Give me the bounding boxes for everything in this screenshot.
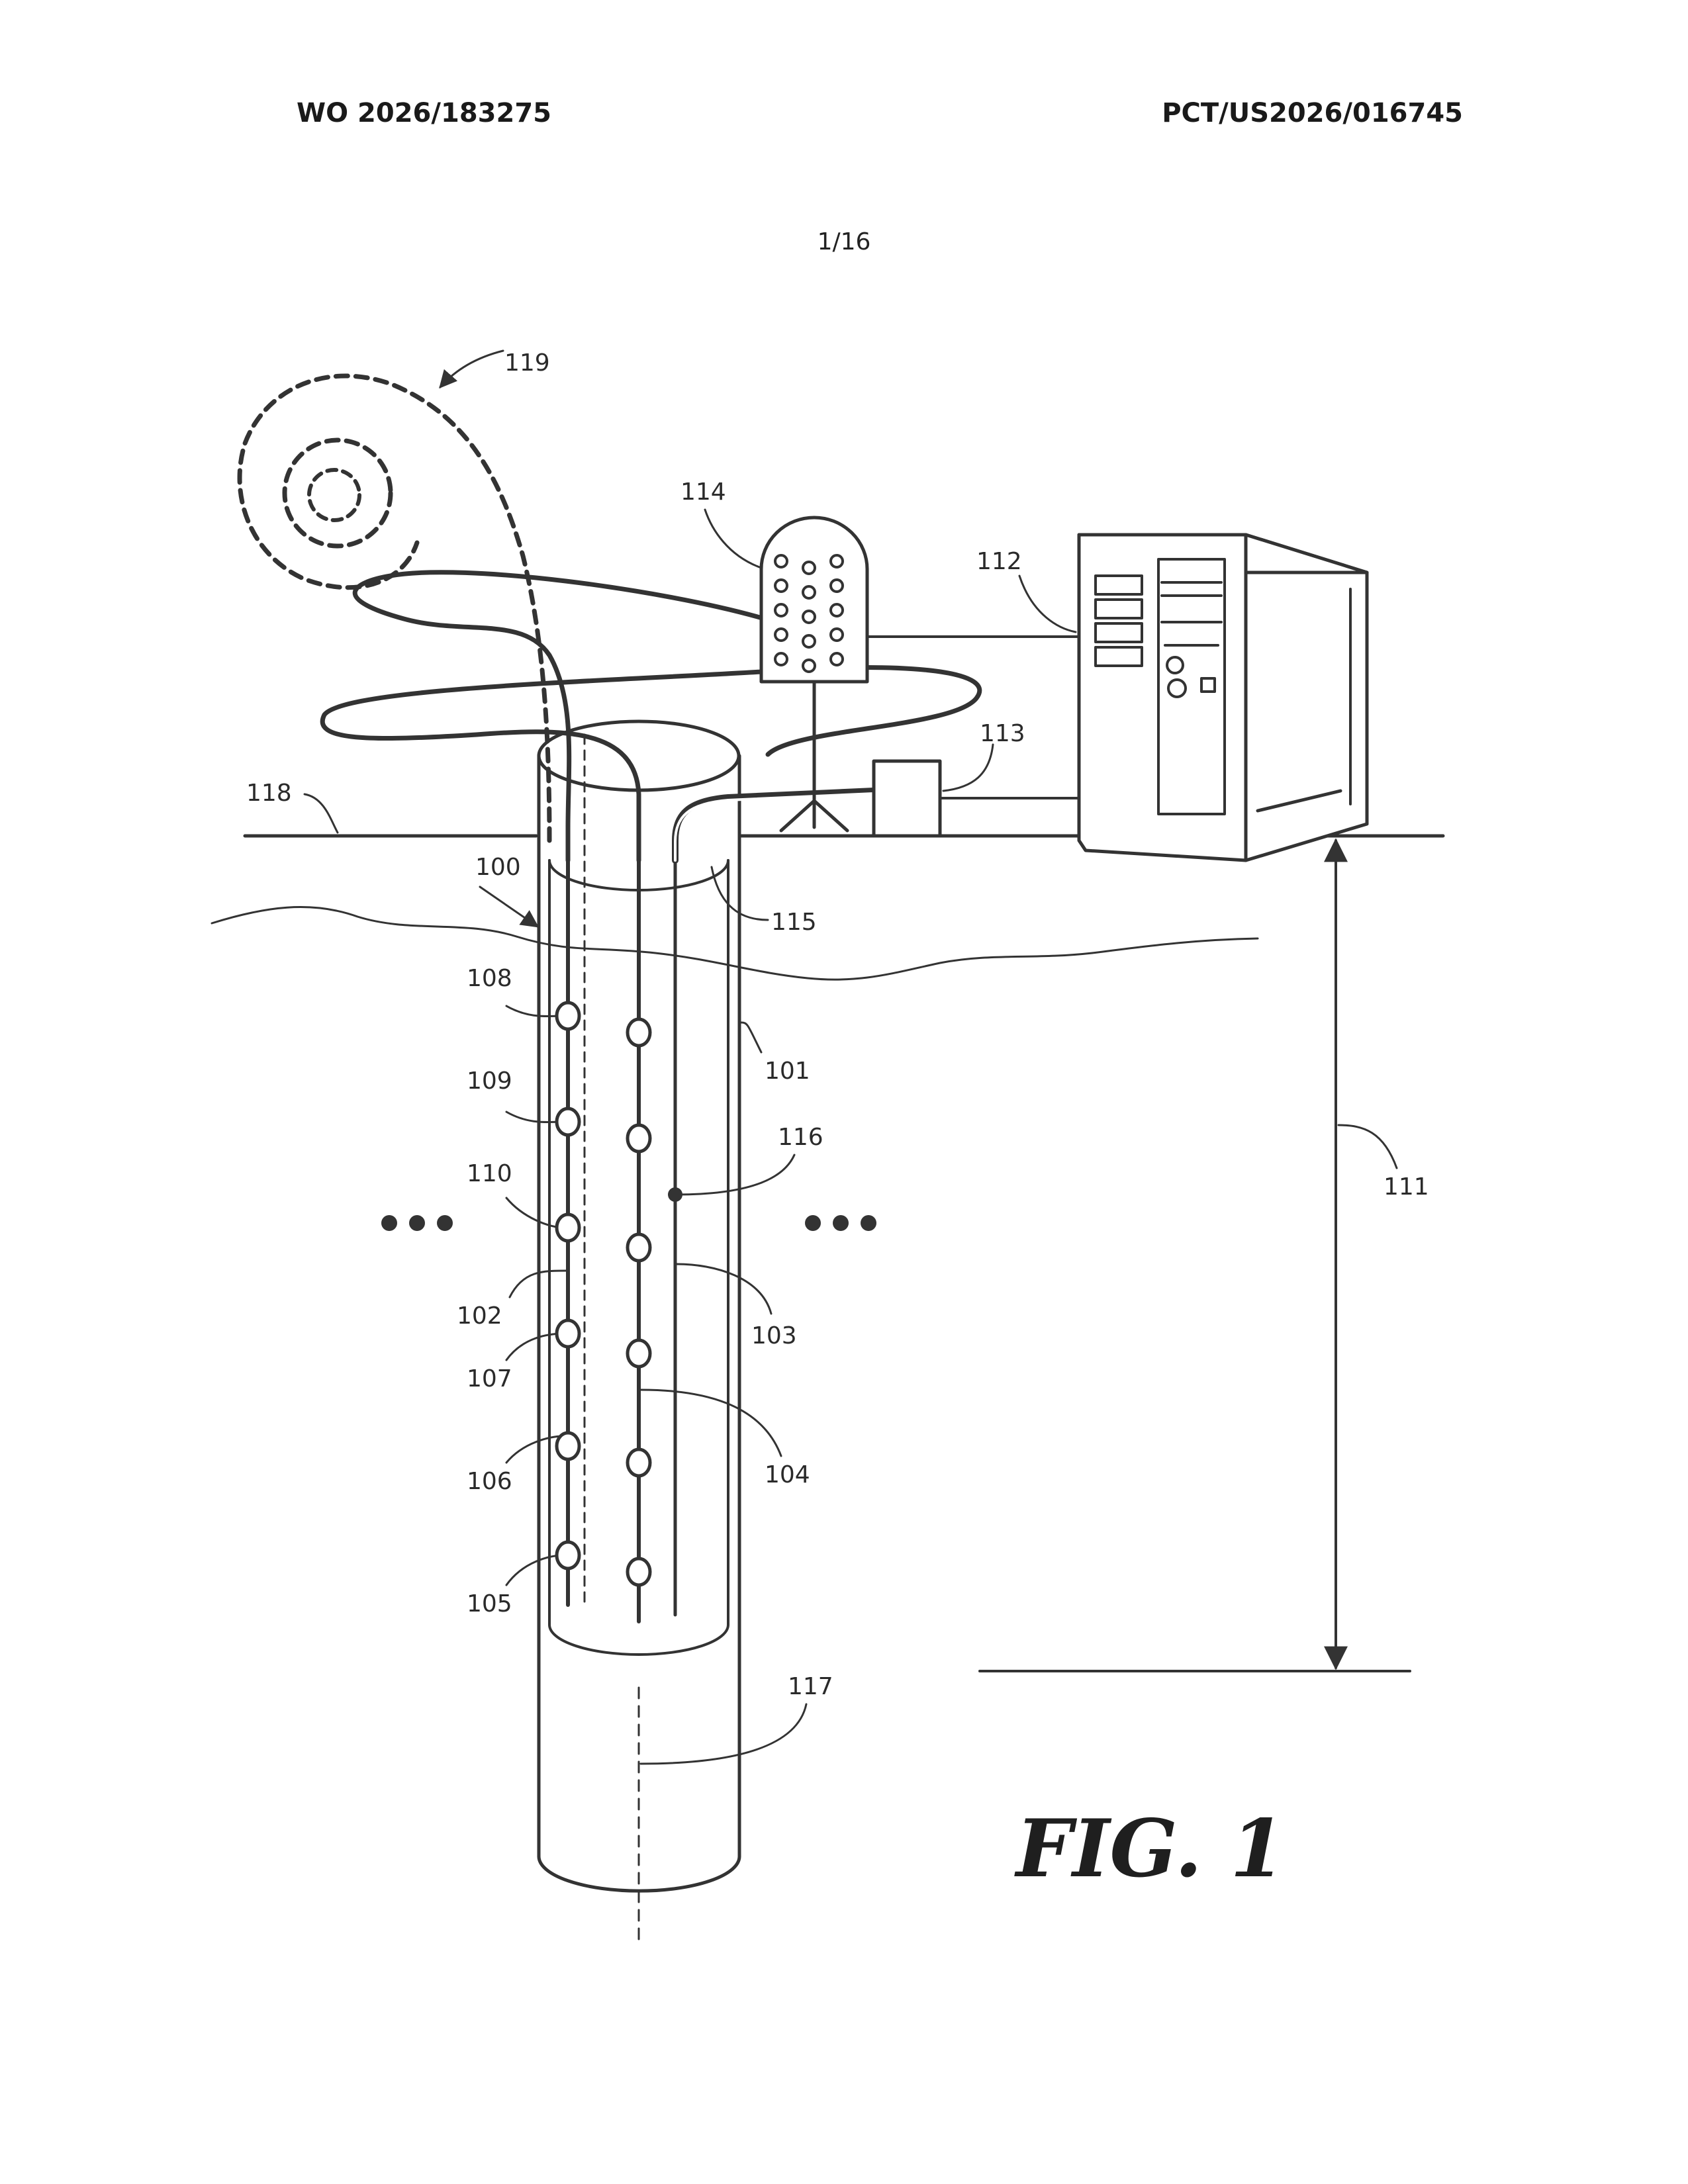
antenna-element (831, 653, 843, 665)
leader-line-100 (480, 887, 538, 927)
antenna-element (803, 611, 815, 623)
label-105: 105 (467, 1590, 512, 1617)
figure-title: FIG. 1 (1014, 1802, 1286, 1895)
antenna-element (775, 629, 787, 641)
ellipsis-dot-left (437, 1215, 453, 1231)
ellipsis-dot-left (381, 1215, 397, 1231)
leader-line-111 (1338, 1125, 1397, 1168)
sensor-node-104e (628, 1449, 650, 1476)
label-112: 112 (976, 548, 1022, 575)
label-103: 103 (751, 1322, 797, 1349)
label-119: 119 (504, 349, 550, 377)
label-117: 117 (788, 1673, 833, 1700)
label-106: 106 (467, 1468, 512, 1495)
leader-line-114 (705, 510, 761, 568)
label-115: 115 (771, 909, 817, 936)
antenna-element (803, 660, 815, 672)
leader-line-101 (741, 1023, 761, 1052)
label-111: 111 (1383, 1173, 1429, 1201)
leader-line-116 (677, 1155, 794, 1195)
inner-borehole-bottom (549, 1625, 728, 1655)
leader-line-117 (641, 1704, 806, 1764)
antenna-element (803, 635, 815, 647)
antenna-element (803, 586, 815, 598)
antenna-element (775, 555, 787, 567)
antenna-mast (781, 682, 847, 831)
interface-box (874, 761, 940, 836)
leader-line-104 (641, 1390, 781, 1456)
signal-arrow (440, 351, 503, 387)
label-100: 100 (475, 854, 521, 881)
sensor-node-104a (628, 1019, 650, 1046)
antenna-element (831, 604, 843, 616)
subsurface-boundary-line (212, 907, 1258, 980)
sensor-node-104b (628, 1125, 650, 1152)
leader-line-118 (305, 794, 338, 833)
label-110: 110 (467, 1160, 512, 1187)
leader-line-110 (506, 1198, 564, 1228)
sensor-node-116 (668, 1187, 682, 1202)
label-118: 118 (246, 780, 292, 807)
computer-side (1246, 535, 1367, 860)
sensor-node-107 (557, 1320, 579, 1347)
label-109: 109 (467, 1068, 512, 1095)
label-101: 101 (765, 1058, 810, 1085)
antenna-element (831, 580, 843, 592)
leader-line-113 (943, 745, 993, 791)
signal-spiral-inner (309, 470, 359, 520)
cable-loop-upper (355, 572, 765, 860)
sensor-node-105 (557, 1542, 579, 1569)
label-108: 108 (467, 965, 512, 992)
ellipsis-dot-right (805, 1215, 821, 1231)
antenna-element (831, 555, 843, 567)
antenna-element (803, 562, 815, 574)
label-116: 116 (778, 1124, 823, 1151)
sensor-node-106 (557, 1433, 579, 1459)
sensor-node-110 (557, 1214, 579, 1241)
sensor-node-104c (628, 1234, 650, 1261)
leader-line-107 (506, 1334, 564, 1360)
ellipsis-dot-left (409, 1215, 425, 1231)
ellipsis-dot-right (833, 1215, 849, 1231)
antenna-element (775, 604, 787, 616)
label-114: 114 (680, 478, 726, 506)
sensor-node-104d (628, 1340, 650, 1367)
label-113: 113 (980, 720, 1025, 747)
label-102: 102 (457, 1302, 502, 1330)
ellipsis-dot-right (861, 1215, 876, 1231)
sensor-node-104f (628, 1559, 650, 1585)
signal-spiral-outer (240, 376, 549, 841)
sensor-node-108 (557, 1003, 579, 1029)
label-107: 107 (467, 1365, 512, 1392)
leader-line-103 (677, 1264, 771, 1314)
antenna-element (775, 580, 787, 592)
leader-line-105 (506, 1555, 564, 1585)
antenna-element (831, 629, 843, 641)
antenna-element (775, 653, 787, 665)
sensor-node-109 (557, 1109, 579, 1135)
leader-line-112 (1019, 576, 1076, 632)
label-104: 104 (765, 1461, 810, 1488)
signal-spiral-middle (285, 440, 391, 546)
